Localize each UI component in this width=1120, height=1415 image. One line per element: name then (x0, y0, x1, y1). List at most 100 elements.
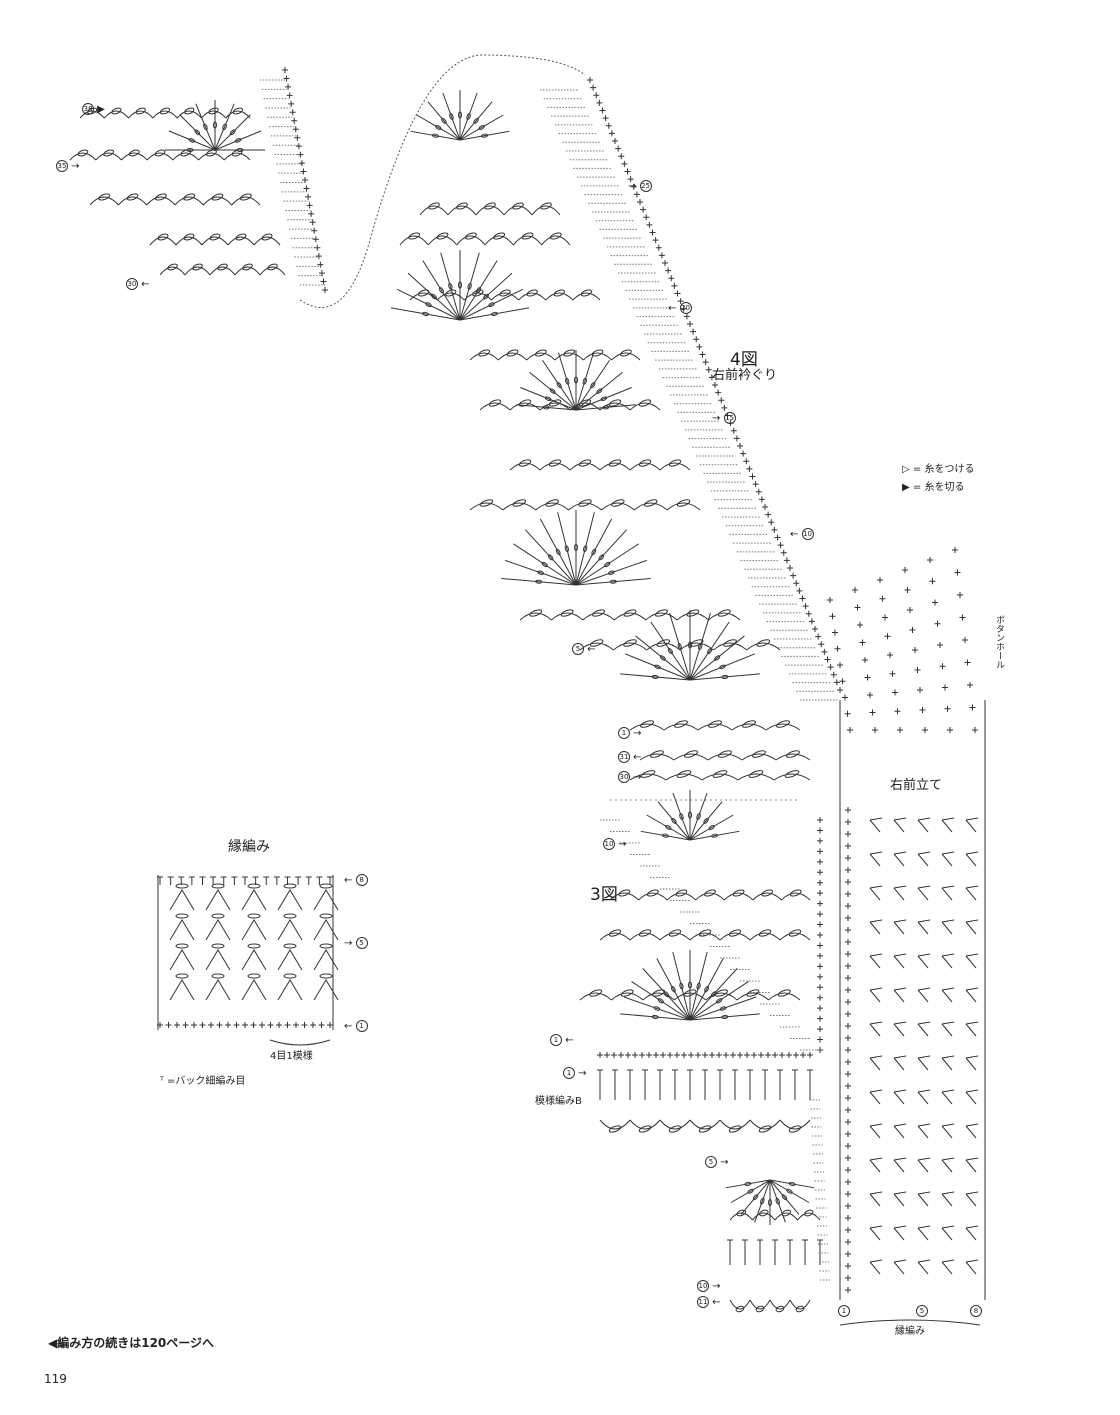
tall-stitch-mark (787, 1239, 793, 1265)
chain-arch-mark (708, 612, 741, 621)
single-crochet-mark (608, 130, 615, 137)
single-crochet-mark (737, 1052, 743, 1058)
single-crochet-mark (867, 692, 873, 698)
double-crochet-mark (689, 958, 724, 1021)
single-crochet-mark (297, 151, 304, 158)
chain-stitch-mark (591, 349, 604, 357)
chain-stitch-mark (708, 720, 722, 728)
double-crochet-mark (179, 114, 216, 151)
chain-arch-mark (491, 292, 519, 301)
single-crochet-mark (165, 1022, 172, 1028)
double-crochet-mark (459, 307, 530, 321)
single-crochet-mark (845, 1155, 851, 1161)
chain-stitch-mark (484, 202, 496, 210)
single-crochet-mark (942, 684, 948, 691)
single-crochet-mark (817, 1026, 823, 1033)
row-number-value: 1 (550, 1034, 562, 1046)
band-stitch-mark (965, 1055, 979, 1071)
chain-stitch-mark (534, 349, 547, 357)
single-crochet-mark (596, 99, 603, 106)
stitch-oval-mark (574, 376, 578, 384)
single-crochet-mark (824, 656, 831, 663)
single-crochet-mark (829, 613, 836, 620)
chain-stitch-mark (652, 989, 666, 997)
single-crochet-mark (959, 614, 966, 621)
single-crochet-mark (284, 1022, 291, 1028)
chain-stitch-mark (159, 107, 171, 115)
single-crochet-mark (208, 1022, 214, 1028)
double-crochet-mark (646, 814, 691, 841)
chain-arch-mark (117, 196, 148, 206)
border-chain-mark (319, 973, 333, 979)
single-crochet-mark (790, 572, 797, 579)
single-crochet-mark (687, 321, 693, 327)
chain-stitch-mark (98, 193, 111, 201)
border-v-stitch-mark (313, 949, 339, 971)
figure3-title: 3図 (590, 885, 618, 905)
tall-stitch-mark (672, 1069, 678, 1100)
single-crochet-mark (191, 1022, 197, 1028)
single-crochet-mark (752, 481, 759, 488)
single-crochet-mark (282, 67, 288, 73)
single-crochet-mark (815, 633, 822, 640)
single-crochet-mark (800, 1052, 806, 1058)
chain-stitch-mark (638, 1125, 652, 1133)
row-number: 1 → (618, 727, 642, 739)
stitch-oval-mark (222, 123, 227, 131)
single-crochet-mark (293, 1022, 299, 1028)
stitch-oval-mark (747, 1188, 754, 1194)
row-number-value: 5 (355, 937, 368, 949)
chain-stitch-mark (242, 263, 253, 271)
chain-arch-mark (209, 266, 236, 276)
single-crochet-mark (300, 168, 307, 175)
single-crochet-mark (652, 237, 659, 244)
band-stitch-mark (893, 919, 907, 935)
single-crochet-mark (695, 1052, 701, 1058)
row-number: 5 ← (572, 643, 596, 655)
double-crochet-mark (575, 359, 610, 411)
single-crochet-mark (837, 662, 843, 668)
stitch-oval-mark (706, 647, 713, 655)
chain-arch-mark (781, 892, 811, 901)
stitch-oval-mark (582, 377, 587, 385)
border-chain-mark (211, 943, 225, 949)
chain-stitch-mark (717, 609, 731, 617)
single-crochet-mark (817, 1005, 823, 1012)
chain-stitch-mark (154, 193, 167, 201)
stitch-oval-mark (760, 1197, 765, 1205)
chain-arch-mark (611, 992, 644, 1001)
row-number: 11 ← (697, 1296, 721, 1308)
single-crochet-mark (768, 519, 775, 526)
chain-stitch-mark (217, 263, 228, 271)
single-crochet-mark (765, 511, 772, 518)
chain-arch-mark (223, 152, 251, 161)
chain-stitch-mark (553, 289, 565, 297)
chain-arch-mark (519, 612, 552, 621)
chain-stitch-mark (704, 889, 716, 897)
band-stitch-mark (917, 987, 931, 1003)
stitch-oval-mark (555, 548, 561, 556)
chain-stitch-mark (518, 459, 532, 467)
single-crochet-mark (914, 667, 921, 673)
chain-stitch-mark (728, 1125, 742, 1133)
band-stitch-mark (965, 885, 979, 901)
chain-stitch-mark (676, 770, 692, 778)
chain-stitch-mark (548, 459, 562, 467)
single-crochet-mark (310, 1022, 316, 1028)
double-crochet-mark (689, 814, 734, 841)
stitch-oval-mark (598, 554, 605, 561)
single-crochet-mark (599, 107, 606, 114)
double-crochet-mark (513, 543, 577, 586)
page-number: 119 (44, 1372, 67, 1386)
stitch-oval-mark (591, 548, 597, 556)
single-crochet-mark (590, 84, 597, 91)
chain-arch-mark (659, 932, 691, 941)
chain-arch-mark (479, 402, 511, 411)
row-number-value: 15 (723, 412, 736, 424)
stitch-oval-mark (425, 302, 432, 308)
stitch-oval-mark (704, 985, 710, 993)
chain-arch-mark (768, 992, 801, 1001)
single-crochet-mark (291, 117, 298, 124)
single-crochet-mark (295, 143, 302, 150)
chain-stitch-mark (618, 889, 631, 897)
